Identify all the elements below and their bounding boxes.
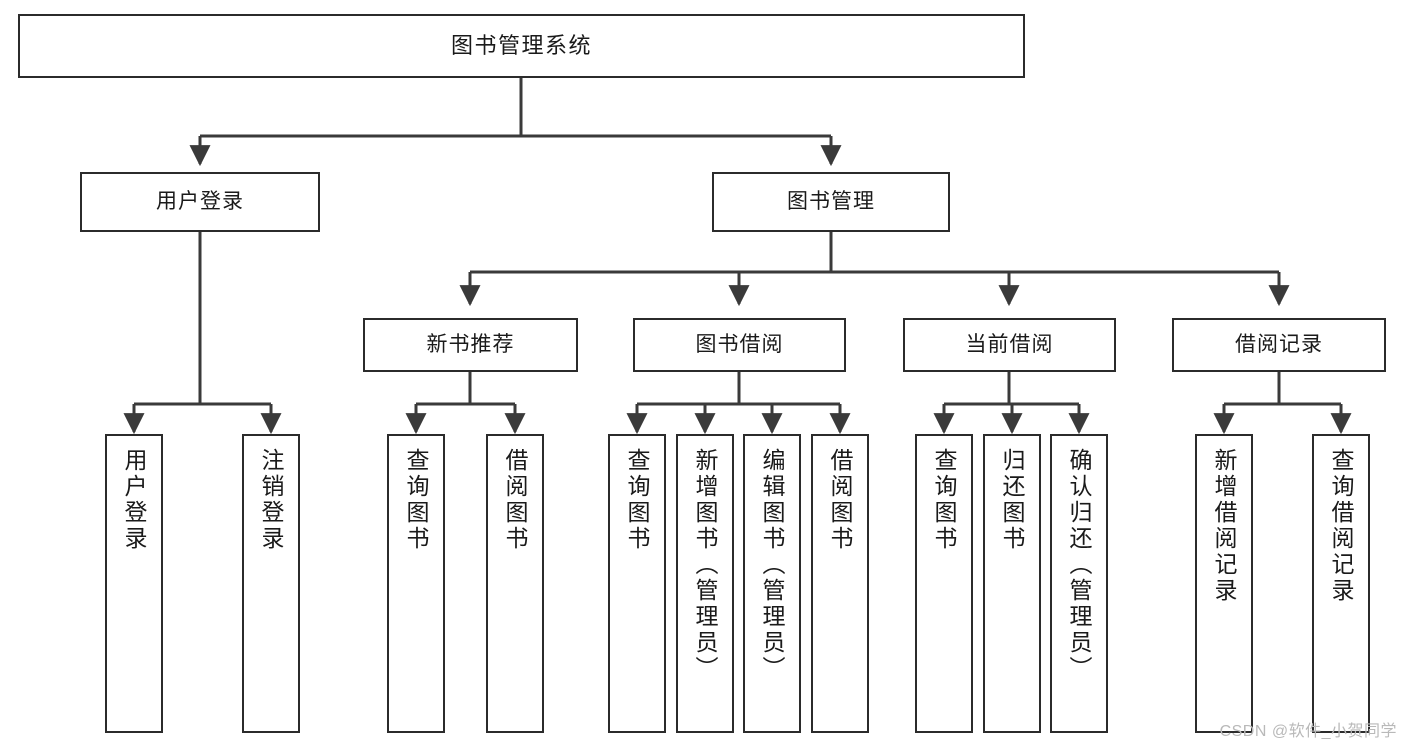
- node-current-borrow[interactable]: 当前借阅: [903, 318, 1116, 372]
- leaf-borrow-edit-book-admin[interactable]: 编辑图书（管理员）: [743, 434, 801, 733]
- node-book-management[interactable]: 图书管理: [712, 172, 950, 232]
- node-new-book-recommend[interactable]: 新书推荐: [363, 318, 578, 372]
- node-label: 借阅记录: [1235, 332, 1323, 356]
- node-label: 归还图书: [999, 448, 1026, 552]
- leaf-current-query-book[interactable]: 查询图书: [915, 434, 973, 733]
- node-label: 新增借阅记录: [1211, 448, 1238, 604]
- node-book-borrow[interactable]: 图书借阅: [633, 318, 846, 372]
- leaf-recommend-query-book[interactable]: 查询图书: [387, 434, 445, 733]
- node-label: 查询借阅记录: [1328, 448, 1355, 604]
- leaf-current-return-book[interactable]: 归还图书: [983, 434, 1041, 733]
- node-label: 用户登录: [121, 448, 148, 552]
- node-label: 借阅图书: [502, 448, 529, 552]
- node-label: 新增图书（管理员）: [692, 448, 719, 682]
- node-label: 查询图书: [624, 448, 651, 552]
- node-label: 新书推荐: [426, 332, 515, 356]
- node-label: 图书管理系统: [450, 33, 592, 59]
- node-label: 图书借阅: [695, 332, 784, 356]
- leaf-borrow-add-book-admin[interactable]: 新增图书（管理员）: [676, 434, 734, 733]
- node-label: 查询图书: [403, 448, 430, 552]
- node-label: 注销登录: [258, 448, 285, 552]
- leaf-recommend-borrow-book[interactable]: 借阅图书: [486, 434, 544, 733]
- leaf-borrow-query-book[interactable]: 查询图书: [608, 434, 666, 733]
- leaf-user-login[interactable]: 用户登录: [105, 434, 163, 733]
- leaf-record-query-borrow-record[interactable]: 查询借阅记录: [1312, 434, 1370, 733]
- node-label: 编辑图书（管理员）: [759, 448, 786, 682]
- leaf-record-add-borrow-record[interactable]: 新增借阅记录: [1195, 434, 1253, 733]
- node-label: 借阅图书: [827, 448, 854, 552]
- leaf-borrow-lend-book[interactable]: 借阅图书: [811, 434, 869, 733]
- node-user-login[interactable]: 用户登录: [80, 172, 320, 232]
- node-label: 查询图书: [931, 448, 958, 552]
- node-root-system[interactable]: 图书管理系统: [18, 14, 1025, 78]
- node-label: 用户登录: [156, 189, 244, 213]
- leaf-current-confirm-return-admin[interactable]: 确认归还（管理员）: [1050, 434, 1108, 733]
- node-label: 图书管理: [787, 189, 875, 213]
- leaf-user-logout[interactable]: 注销登录: [242, 434, 300, 733]
- watermark-text: CSDN @软件_小贺同学: [1219, 723, 1397, 740]
- node-label: 确认归还（管理员）: [1066, 448, 1093, 682]
- node-borrow-record[interactable]: 借阅记录: [1172, 318, 1386, 372]
- node-label: 当前借阅: [965, 332, 1054, 356]
